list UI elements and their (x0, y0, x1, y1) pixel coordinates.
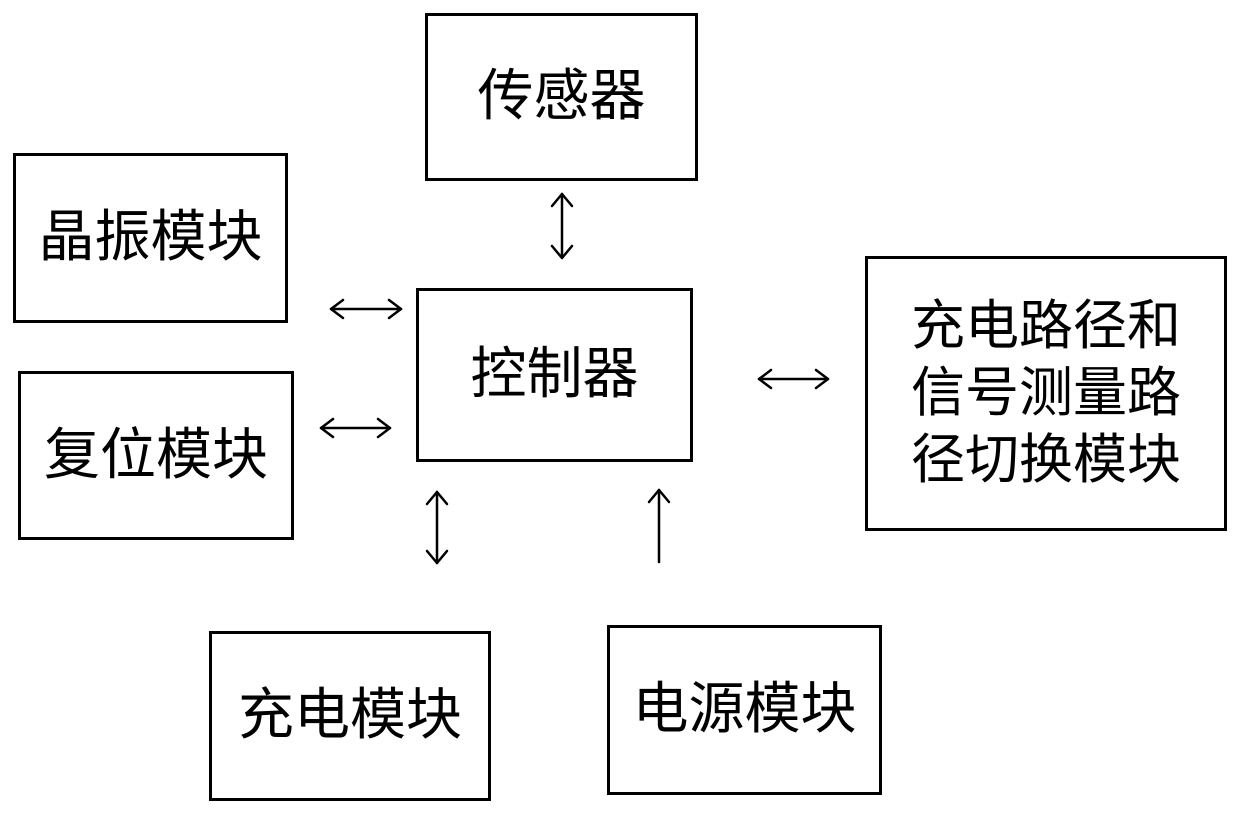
charge-controller-arrow (427, 492, 447, 563)
power-controller-arrow (649, 490, 669, 562)
sensor-controller-arrow (552, 194, 572, 258)
crystal-controller-arrow (331, 300, 401, 318)
reset-controller-arrow (321, 419, 390, 437)
controller-switch-arrow (759, 370, 828, 388)
